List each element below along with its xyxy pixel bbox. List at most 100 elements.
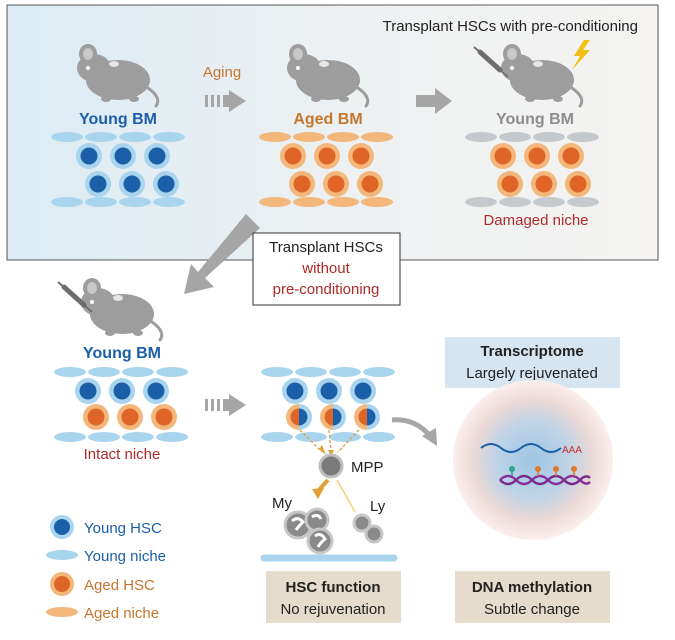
damaged-niche-niche-segment [465, 197, 497, 207]
aging-label: Aging [203, 64, 241, 81]
legend: Young HSC Young niche Aged HSC Aged nich… [46, 515, 166, 622]
hsc-function-box [266, 571, 401, 623]
aged-hsc [535, 175, 553, 193]
dna-methylation-box [455, 571, 610, 623]
engraftment-arrow [205, 394, 246, 416]
young-bm-niche-niche-segment [153, 132, 185, 142]
legend-young-hsc-label: Young HSC [84, 520, 162, 537]
young-hsc [320, 382, 338, 400]
intact-young-niche-niche-segment [88, 432, 120, 442]
lymphoid-arrow [336, 479, 356, 513]
aged-bm-niche-niche-segment [259, 197, 291, 207]
my-label: My [272, 495, 292, 512]
hsc-function-title: HSC function [286, 579, 381, 596]
engrafted-niche-niche-segment [329, 432, 361, 442]
damaged-niche-niche-segment [533, 197, 565, 207]
myeloid-arrow [312, 478, 330, 499]
ly-label: Ly [370, 498, 386, 515]
aging-arrow [205, 90, 246, 112]
engrafted-niche-niche-segment [329, 367, 361, 377]
legend-young-niche-label: Young niche [84, 548, 166, 565]
damaged-niche-niche-segment [567, 132, 599, 142]
aged-bm-label: Aged BM [293, 111, 362, 128]
aged-bm-niche [259, 132, 393, 207]
intact-young-niche-niche-segment [54, 367, 86, 377]
mrna-strand [480, 443, 562, 453]
engrafted-niche-niche-segment [261, 367, 293, 377]
transplant-arrow-top [416, 88, 452, 114]
legend-young-niche-swatch [46, 550, 78, 560]
engrafted-niche-niche-segment [295, 432, 327, 442]
aged-hsc [501, 175, 519, 193]
young-hsc [354, 382, 372, 400]
intact-niche-label: Intact niche [84, 446, 161, 463]
intact-young-niche-niche-segment [156, 432, 188, 442]
legend-aged-niche-swatch [46, 607, 78, 617]
transplant-line3: pre-conditioning [273, 281, 380, 298]
cell-analysis-arrow [391, 417, 432, 438]
aged-bm-niche-niche-segment [327, 197, 359, 207]
lightning-icon [572, 40, 590, 70]
young-hsc [113, 382, 131, 400]
transplant-without-arrow [184, 214, 260, 294]
engrafted-niche-niche-segment [261, 432, 293, 442]
bottom-mouse-icon [79, 276, 164, 342]
engrafted-niche-niche-segment [295, 367, 327, 377]
aged-hsc [361, 175, 379, 193]
aged-bm-niche-niche-segment [361, 132, 393, 142]
lymphoid-cells [352, 513, 384, 544]
mixed-hsc [324, 408, 342, 426]
bottom-young-bm-label: Young BM [83, 345, 161, 362]
aged-bm-niche-niche-segment [361, 197, 393, 207]
young-hsc [286, 382, 304, 400]
aged-hsc [327, 175, 345, 193]
intact-young-niche-niche-segment [156, 367, 188, 377]
dna-methylation-title: DNA methylation [472, 579, 592, 596]
mixed-hsc [358, 408, 376, 426]
young-hsc [148, 147, 166, 165]
young-hsc [157, 175, 175, 193]
young-hsc [147, 382, 165, 400]
aged-hsc [569, 175, 587, 193]
mpp-label: MPP [351, 459, 384, 476]
recipient-bm-label: Young BM [496, 111, 574, 128]
aged-hsc [528, 147, 546, 165]
cell-analysis-arrow-head [422, 428, 437, 446]
transplant-line2: without [301, 260, 350, 277]
aged-hsc [87, 408, 105, 426]
young-hsc [114, 147, 132, 165]
young-bm-niche-niche-segment [85, 197, 117, 207]
aged-bm-niche-niche-segment [259, 132, 291, 142]
aged-hsc [155, 408, 173, 426]
aged-hsc [352, 147, 370, 165]
mixed-hsc [290, 408, 308, 426]
transplant-line1: Transplant HSCs [269, 239, 383, 256]
legend-young-hsc-swatch [50, 515, 74, 539]
cell-nucleus-graphic [453, 380, 613, 540]
young-hsc [123, 175, 141, 193]
intact-young-niche-niche-segment [122, 367, 154, 377]
hsc-function-subtitle: No rejuvenation [280, 601, 385, 618]
damaged-niche-niche-segment [567, 197, 599, 207]
young-hsc [80, 147, 98, 165]
aged-hsc [293, 175, 311, 193]
aged-bm-niche-niche-segment [293, 197, 325, 207]
legend-aged-hsc-label: Aged HSC [84, 577, 155, 594]
intact-young-niche [54, 367, 188, 442]
young-hsc [89, 175, 107, 193]
myeloid-cells [283, 507, 334, 555]
damaged-niche-niche-segment [533, 132, 565, 142]
young-bm-niche-niche-segment [153, 197, 185, 207]
intact-young-niche-niche-segment [54, 432, 86, 442]
young-bm-label: Young BM [79, 111, 157, 128]
damaged-niche-niche-segment [465, 132, 497, 142]
engrafted-niche [261, 367, 395, 442]
young-hsc [79, 382, 97, 400]
bottom-syringe-icon [57, 281, 93, 313]
syringe-icon [473, 46, 509, 78]
transcriptome-subtitle: Largely rejuvenated [466, 365, 598, 382]
aged-hsc [562, 147, 580, 165]
aged-bm-niche-niche-segment [327, 132, 359, 142]
methylation-marks [509, 466, 577, 476]
aged-hsc [494, 147, 512, 165]
